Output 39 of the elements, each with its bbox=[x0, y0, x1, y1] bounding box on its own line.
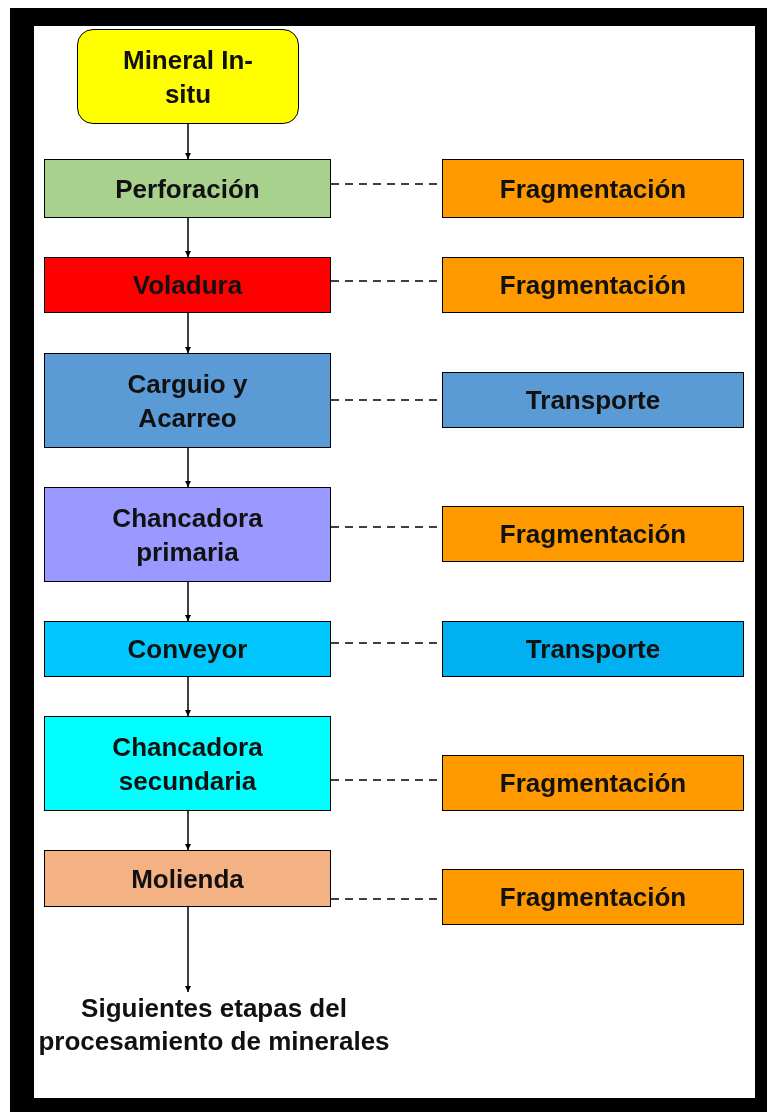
node-label: Fragmentación bbox=[499, 269, 687, 302]
arrow bbox=[185, 810, 191, 851]
category-box bbox=[442, 159, 744, 218]
node-label: Siguientes etapas del procesamiento de minerales bbox=[37, 992, 391, 1058]
process-box bbox=[44, 850, 331, 907]
node-label: Mineral In-situ bbox=[122, 43, 254, 111]
node-label: Fragmentación bbox=[499, 172, 687, 206]
node-label: Fragmentación bbox=[499, 881, 687, 914]
node-label: Transporte bbox=[525, 384, 661, 417]
node-label: Chancadora secundaria bbox=[111, 730, 264, 798]
category-box bbox=[442, 257, 744, 313]
category-box bbox=[442, 506, 744, 562]
arrow bbox=[185, 217, 191, 258]
process-box bbox=[44, 257, 331, 313]
arrow bbox=[185, 906, 191, 993]
process-box bbox=[44, 159, 331, 218]
category-box bbox=[442, 755, 744, 811]
arrow bbox=[185, 676, 191, 717]
start-box bbox=[77, 29, 299, 124]
process-box bbox=[44, 716, 331, 811]
node-label: Perforación bbox=[115, 172, 260, 206]
arrow bbox=[185, 581, 191, 622]
node-label: Conveyor bbox=[127, 633, 248, 666]
category-box bbox=[442, 869, 744, 925]
node-label: Transporte bbox=[525, 633, 661, 666]
category-box bbox=[442, 372, 744, 428]
node-label: Fragmentación bbox=[499, 518, 687, 551]
arrow bbox=[185, 447, 191, 488]
node-label: Voladura bbox=[132, 269, 243, 302]
node-label: Carguio y Acarreo bbox=[126, 367, 249, 435]
node-label: Chancadora primaria bbox=[111, 501, 264, 569]
node-label: Molienda bbox=[131, 862, 244, 896]
arrow bbox=[185, 123, 191, 160]
process-box bbox=[44, 353, 331, 448]
node-label: Fragmentación bbox=[499, 767, 687, 800]
process-box bbox=[44, 487, 331, 582]
arrow bbox=[185, 312, 191, 354]
process-box bbox=[44, 621, 331, 677]
category-box bbox=[442, 621, 744, 677]
